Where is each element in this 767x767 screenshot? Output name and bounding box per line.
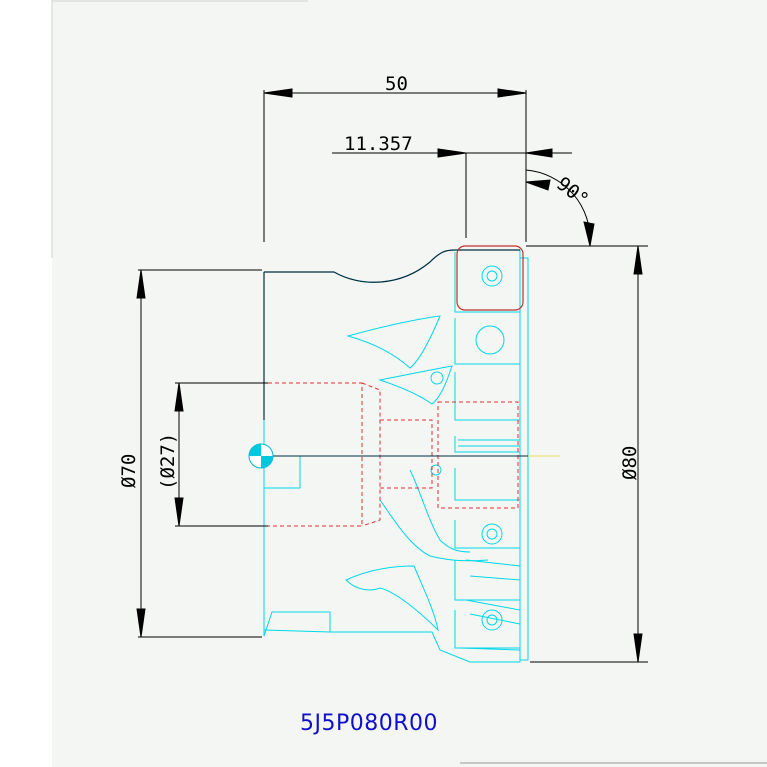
cutter-outline: [263, 249, 529, 663]
dim-diameter-body: Ø70: [118, 454, 140, 488]
center-mark-icon: [248, 443, 274, 469]
part-number-label: 5J5P080R00: [300, 711, 438, 736]
dim-width-top: 50: [385, 73, 408, 95]
body-top-edge: [264, 249, 520, 283]
insert-highlight-box: [456, 245, 524, 311]
bore-hidden-lines: [268, 382, 519, 527]
dim-diameter-outer: Ø80: [619, 446, 641, 480]
drawing-background: [52, 0, 767, 767]
dim-offset: 11.357: [344, 133, 413, 155]
dim-diameter-bore: (Ø27): [157, 433, 179, 490]
dimension-lines: [136, 88, 648, 663]
